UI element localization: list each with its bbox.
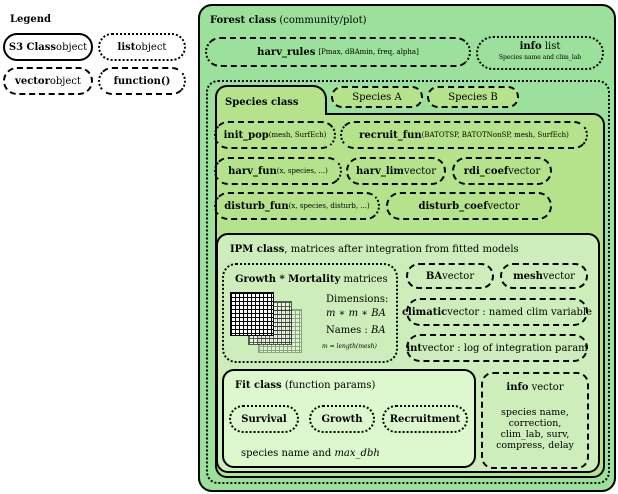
mesh-bold: mesh — [513, 270, 543, 282]
forest-info-sub: Species name and clim_lab — [498, 54, 582, 61]
m-note: m = length(mesh) — [322, 343, 377, 350]
gm-rest: matrices — [340, 274, 388, 285]
survival-label: Survival — [241, 413, 287, 425]
init-pop-bold: init_pop — [223, 129, 269, 141]
forest-info-list: info list Species name and clim_lab — [476, 36, 604, 70]
int-vector: int vector : log of integration param — [406, 334, 588, 362]
init-pop-function: init_pop(mesh, SurfEch) — [214, 121, 336, 149]
fit-info-line: clim_lab, surv, — [500, 429, 570, 440]
int-bold: int — [406, 342, 423, 354]
disturb-fun-function: disturb_fun(x, species, disturb, ...) — [214, 192, 380, 220]
legend-list-object: list object — [98, 33, 186, 61]
forest-title-rest: (community/plot) — [276, 15, 367, 26]
legend-function-object: function() — [98, 67, 186, 95]
species-tab-b[interactable]: Species B — [427, 86, 519, 108]
names-value: BA — [370, 325, 386, 336]
growth-mortality-list: Growth * Mortality matrices Dimensions: … — [222, 263, 398, 363]
matrix-stack-front — [230, 292, 274, 336]
gm-title: Growth * Mortality matrices — [235, 274, 388, 285]
ba-rest: vector — [442, 270, 475, 282]
forest-title-bold: Forest class — [210, 15, 277, 26]
survival-list: Survival — [229, 405, 299, 433]
fit-info-bold: info — [506, 382, 529, 393]
recruitment-list: Recruitment — [382, 405, 468, 433]
legend-s3-class-rest: object — [56, 41, 88, 53]
mesh-rest: vector — [542, 270, 575, 282]
fit-title-bold: Fit class — [235, 380, 282, 391]
species-tab-b-label: Species B — [448, 91, 498, 103]
disturb-coef-rest: vector — [487, 200, 520, 212]
ipm-title-rest: , matrices after integration from fitted… — [284, 244, 519, 255]
fit-footer: species name and max_dbh — [241, 448, 380, 459]
fit-class-title: Fit class (function params) — [235, 380, 375, 391]
growth-label: Growth — [321, 413, 363, 425]
legend-list-bold: list — [117, 41, 136, 53]
species-tab-a-label: Species A — [352, 91, 402, 103]
recruitment-label: Recruitment — [389, 413, 461, 425]
rdi-coef-rest: vector — [508, 165, 541, 177]
legend-vector-rest: object — [49, 75, 81, 87]
rdi-coef-vector: rdi_coef vector — [452, 157, 552, 185]
dims-formula: m ∗ m ∗ BA — [326, 308, 386, 319]
names-label: Names : — [326, 325, 371, 336]
fit-footer-math: max_dbh — [334, 448, 380, 459]
fit-footer-text: species name and — [241, 448, 335, 459]
species-list-container — [206, 80, 610, 484]
fit-info-line: compress, delay — [496, 440, 574, 451]
disturb-coef-bold: disturb_coef — [418, 200, 488, 212]
recruit-fun-function: recruit_fun(BATOTSP, BATOTNonSP, mesh, S… — [340, 121, 588, 149]
gm-bold: Growth * Mortality — [235, 274, 341, 285]
fit-info-line: species name, — [501, 407, 569, 418]
species-tab-joint — [217, 110, 325, 116]
fit-info-vector: info vector species name, correction, cl… — [481, 372, 589, 469]
climatic-rest: vector : named clim variable — [447, 306, 593, 318]
harv-rules-bold: harv_rules — [257, 46, 316, 58]
legend-vector-object: vector object — [3, 67, 93, 95]
init-pop-args: (mesh, SurfEch) — [268, 131, 327, 139]
legend-title: Legend — [10, 14, 52, 25]
recruit-fun-bold: recruit_fun — [359, 129, 422, 141]
ba-vector: BA vector — [406, 263, 494, 289]
fit-title-rest: (function params) — [281, 380, 376, 391]
ipm-title-bold: IPM class — [230, 244, 285, 255]
species-class-title: Species class — [225, 97, 299, 108]
harv-lim-bold: harv_lim — [355, 165, 404, 177]
climatic-bold: climatic — [401, 306, 448, 318]
dims-label: Dimensions: — [326, 294, 389, 305]
legend-function-bold: function() — [113, 75, 171, 87]
harv-rules-args: [Pmax, dBAmin, freq, alpha] — [318, 48, 419, 56]
mesh-vector: mesh vector — [500, 263, 588, 289]
harv-lim-vector: harv_lim vector — [346, 157, 446, 185]
legend-list-rest: object — [135, 41, 167, 53]
climatic-vector: climatic vector : named clim variable — [402, 298, 592, 326]
growth-list: Growth — [309, 405, 375, 433]
fit-info-rest: vector — [528, 382, 564, 393]
harv-rules-function: harv_rules[Pmax, dBAmin, freq, alpha] — [205, 37, 471, 67]
legend-s3-class: S3 Class object — [3, 33, 93, 61]
harv-lim-rest: vector — [404, 165, 436, 177]
ipm-class-title: IPM class, matrices after integration fr… — [230, 244, 519, 255]
harv-fun-bold: harv_fun — [228, 165, 277, 177]
disturb-fun-bold: disturb_fun — [224, 200, 289, 212]
rdi-coef-bold: rdi_coef — [463, 165, 509, 177]
names-line: Names : BA — [326, 325, 386, 336]
legend-s3-class-bold: S3 Class — [8, 41, 57, 53]
forest-class-title: Forest class (community/plot) — [210, 15, 367, 26]
recruit-fun-args: (BATOTSP, BATOTNonSP, mesh, SurfEch) — [421, 131, 569, 139]
species-tab-a[interactable]: Species A — [331, 86, 423, 108]
fit-info-line: correction, — [508, 418, 562, 429]
forest-info-bold: info — [519, 41, 542, 52]
disturb-fun-args: (x, species, disturb, ...) — [288, 202, 370, 210]
harv-fun-function: harv_fun(x, species, ...) — [214, 157, 342, 185]
forest-info-rest: list — [541, 41, 561, 52]
disturb-coef-vector: disturb_coef vector — [386, 192, 552, 220]
int-rest: vector : log of integration param — [422, 342, 588, 354]
legend-vector-bold: vector — [15, 75, 50, 87]
ba-bold: BA — [425, 270, 443, 282]
harv-fun-args: (x, species, ...) — [276, 167, 328, 175]
